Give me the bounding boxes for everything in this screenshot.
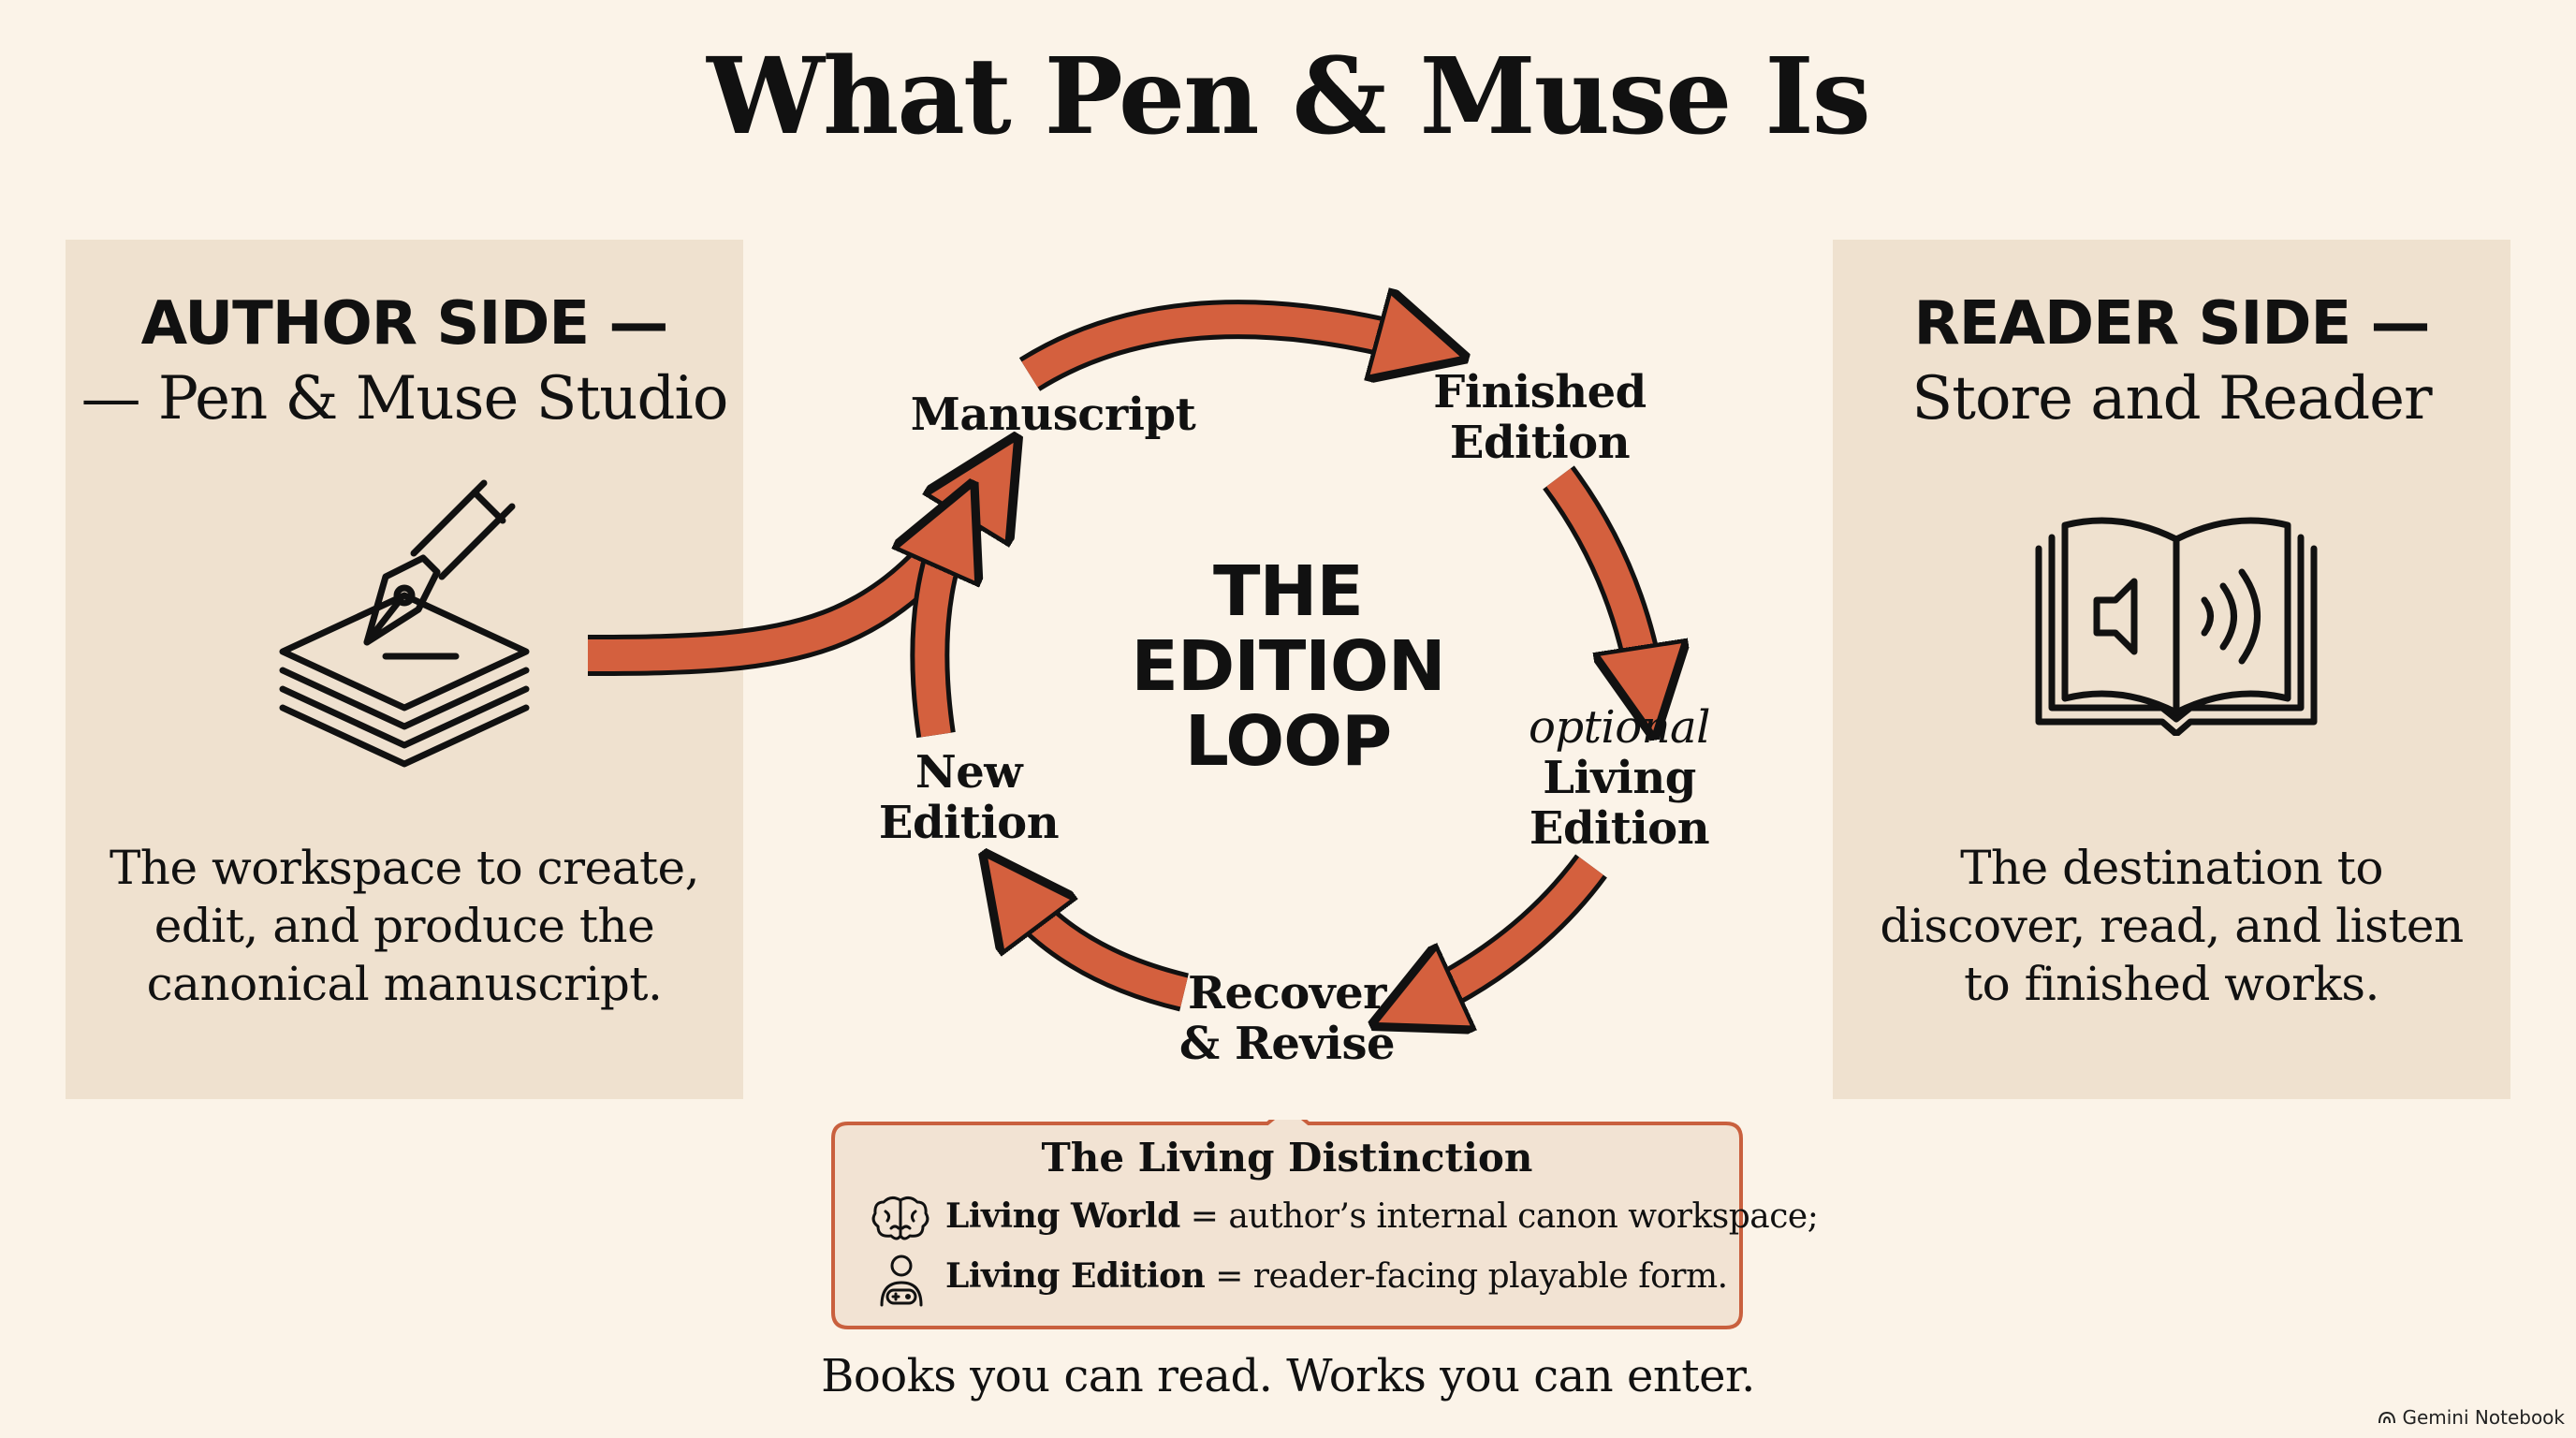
pen-on-pages-icon — [264, 474, 545, 777]
node-finished-line2: Edition — [1449, 417, 1631, 469]
callout-title: The Living Distinction — [1041, 1135, 1533, 1181]
node-living-line1: Living — [1543, 752, 1696, 804]
edition-loop-title-line1: THE — [1213, 551, 1364, 632]
gemini-notebook-icon — [2378, 1406, 2396, 1429]
watermark: Gemini Notebook — [2378, 1406, 2565, 1429]
edition-loop-title-line3: LOOP — [1184, 701, 1393, 782]
node-new-edition: New Edition — [842, 747, 1095, 848]
arrow-finished-to-living — [1543, 465, 1647, 693]
node-recover-line1: Recover — [1188, 967, 1386, 1020]
gamer-person-icon — [874, 1253, 929, 1313]
arrow-living-to-recover — [1413, 854, 1607, 1006]
node-living-line2: Edition — [1529, 802, 1710, 855]
node-recover-revise: Recover & Revise — [1151, 968, 1423, 1069]
edition-loop-title: THE EDITION LOOP — [1105, 554, 1471, 779]
living-distinction-callout: The Living Distinction Living World = au… — [829, 1120, 1819, 1331]
reader-side-panel: READER SIDE — Store and Reader The desti… — [1833, 240, 2510, 1099]
node-finished-line1: Finished — [1433, 366, 1647, 418]
node-living-optional: optional — [1528, 701, 1711, 754]
arrow-recover-to-new — [1011, 889, 1189, 1012]
callout-def-living-edition: = reader-facing playable form. — [1205, 1257, 1728, 1296]
watermark-text: Gemini Notebook — [2402, 1406, 2565, 1429]
callout-item-living-edition: Living Edition = reader-facing playable … — [945, 1256, 1728, 1296]
arrow-manuscript-to-finished — [1018, 319, 1423, 391]
arrow-new-to-manuscript — [929, 524, 955, 739]
author-side-description: The workspace to create, edit, and produ… — [109, 841, 700, 1011]
brain-icon — [871, 1195, 930, 1247]
callout-term-living-edition: Living Edition — [945, 1256, 1206, 1296]
callout-box — [831, 1120, 1743, 1329]
node-new-line1: New — [915, 746, 1023, 799]
node-new-line2: Edition — [878, 797, 1060, 849]
tagline: Books you can read. Works you can enter. — [821, 1350, 1755, 1402]
callout-term-living-world: Living World — [945, 1196, 1180, 1236]
callout-item-living-world: Living World = author’s internal canon w… — [945, 1196, 1819, 1236]
node-finished-edition: Finished Edition — [1404, 367, 1676, 468]
node-manuscript: Manuscript — [910, 389, 1196, 441]
author-side-heading: AUTHOR SIDE — — [140, 289, 669, 359]
node-recover-line2: & Revise — [1178, 1018, 1396, 1070]
callout-def-living-world: = author’s internal canon workspace; — [1179, 1197, 1819, 1236]
edition-loop-title-line2: EDITION — [1131, 626, 1445, 707]
reader-side-heading: READER SIDE — — [1913, 289, 2431, 359]
node-living-edition: optional Living Edition — [1488, 702, 1750, 854]
reader-side-description: The destination to discover, read, and l… — [1880, 841, 2464, 1011]
author-side-subheading: — Pen & Muse Studio — [80, 364, 729, 433]
page-title: What Pen & Muse Is — [707, 36, 1871, 158]
audio-book-icon — [2031, 511, 2321, 740]
reader-side-subheading: Store and Reader — [1911, 364, 2432, 433]
